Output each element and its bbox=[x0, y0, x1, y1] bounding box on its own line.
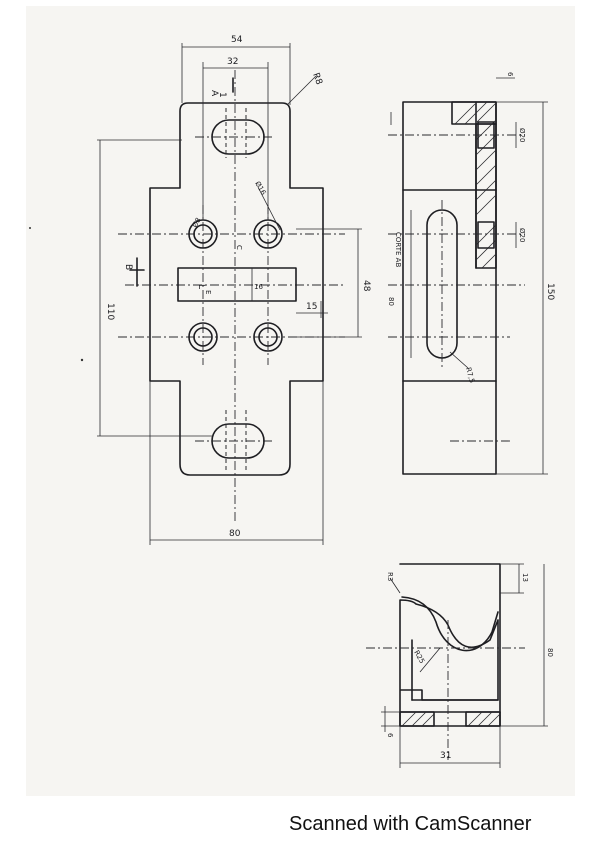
scanned-sheet: 54 32 R8 110 80 16 15 48 Ø16 bbox=[26, 6, 575, 796]
technical-drawing: 54 32 R8 110 80 16 15 48 Ø16 bbox=[29, 35, 555, 768]
side-lower-hole bbox=[477, 221, 495, 249]
dim-r25-leader bbox=[419, 647, 441, 673]
dim-r75-text: R7,5 bbox=[464, 366, 476, 384]
section-mark-l: L bbox=[196, 284, 206, 289]
dim-d16-leader bbox=[257, 186, 281, 231]
dim-d16-text: Ø16 bbox=[253, 180, 267, 197]
dim-80-bottom-text: 80 bbox=[546, 648, 554, 657]
dim-16-text: 16 bbox=[254, 283, 263, 291]
front-view: 54 32 R8 110 80 16 15 48 Ø16 bbox=[97, 35, 371, 545]
side-view-hatching bbox=[451, 101, 497, 269]
dim-r8-text: R8 bbox=[310, 72, 324, 87]
dim-80-side-text: 80 bbox=[387, 297, 395, 306]
dim-r25-text: R25 bbox=[412, 649, 426, 665]
hole-bottom-right bbox=[253, 322, 283, 352]
dim-r3-text: R3 bbox=[386, 572, 394, 581]
dim-r3-leader bbox=[389, 577, 401, 594]
middle-slot bbox=[177, 267, 297, 302]
section-mark-c: C bbox=[235, 245, 243, 250]
dim-48-text: 48 bbox=[361, 280, 371, 292]
dim-d20-lower-text: Ø20 bbox=[518, 228, 526, 242]
dim-54-text: 54 bbox=[231, 35, 243, 45]
bottom-slot bbox=[211, 423, 265, 459]
section-mark-a: A bbox=[209, 90, 219, 97]
side-view-outline bbox=[402, 101, 497, 475]
dim-d20-upper-text: Ø20 bbox=[518, 128, 526, 142]
hole-bottom-left bbox=[188, 322, 218, 352]
bottom-view-hatching bbox=[399, 711, 501, 727]
dim-r75-leader bbox=[449, 351, 469, 369]
stray-dot-1 bbox=[80, 358, 84, 362]
dim-r8-leader bbox=[287, 75, 317, 105]
side-section-label: CORTE AB bbox=[394, 232, 402, 267]
section-mark-1: 1 bbox=[217, 92, 227, 98]
section-mark-b: B bbox=[123, 264, 133, 270]
side-view: 150 6 Ø20 Ø20 80 CORTE AB R7,5 bbox=[387, 72, 555, 475]
dim-13-text: 13 bbox=[521, 573, 529, 582]
dim-150-text: 150 bbox=[545, 283, 555, 300]
scanner-footer: Scanned with CamScanner bbox=[289, 813, 532, 835]
dim-80-text: 80 bbox=[229, 529, 241, 539]
dim-110-text: 110 bbox=[105, 303, 115, 320]
dim-31-text: 31 bbox=[440, 751, 451, 761]
section-mark-e: E bbox=[204, 290, 212, 294]
dim-6-bottom-text: 6 bbox=[386, 733, 394, 738]
stray-dot-2 bbox=[29, 227, 31, 229]
hole-label-text: Ø8 bbox=[191, 216, 203, 229]
dim-6-text: 6 bbox=[506, 72, 514, 77]
dim-15-text: 15 bbox=[306, 302, 317, 312]
bottom-view-outline bbox=[399, 563, 501, 727]
bottom-view: 13 80 R3 R25 6 31 bbox=[366, 563, 554, 768]
side-slot bbox=[426, 209, 458, 359]
top-slot bbox=[211, 119, 265, 155]
bottom-view-arc bbox=[401, 596, 499, 652]
front-view-outline bbox=[149, 102, 324, 476]
dim-32-text: 32 bbox=[227, 57, 238, 67]
